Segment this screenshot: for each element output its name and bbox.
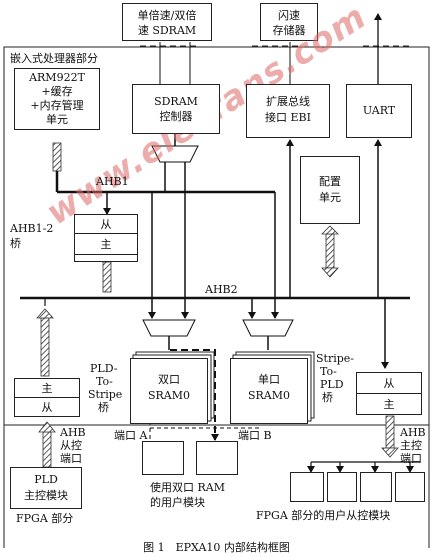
ebi-line2: 接口 EBI xyxy=(265,111,311,124)
pld-master-module: PLD 主控模块 xyxy=(10,467,82,509)
ahb-master-port-2: 主控 xyxy=(400,439,422,452)
ahb1-label: AHB1 xyxy=(96,175,129,188)
ahb1-2-bridge-base xyxy=(74,254,138,262)
ext-sdram-line2: 速 SDRAM xyxy=(137,24,197,37)
pld-ctrl-line2: 主控模块 xyxy=(24,489,68,502)
user-slave-module-1 xyxy=(290,472,324,502)
arm-line3: +内存管理 xyxy=(30,99,84,112)
dpram-mux xyxy=(142,319,196,337)
stripe-bridge-master-label: 主 xyxy=(383,398,395,411)
spram-line2: SRAM0 xyxy=(247,389,291,402)
ahb-slave-port-2: 从控 xyxy=(60,439,82,452)
pld-to-stripe-label3: Stripe xyxy=(88,388,123,401)
dual-port-sram: 双口 SRAM0 xyxy=(130,358,208,424)
pld-to-stripe-master: 主 xyxy=(14,378,80,398)
ahb-master-port-3: 端口 xyxy=(400,452,422,465)
dp-user-module-2 xyxy=(196,441,238,475)
sdram-ctrl-line2: 控制器 xyxy=(159,110,193,123)
stripe-to-pld-slave: 从 xyxy=(356,372,422,394)
sdram-ctrl-line1: SDRAM xyxy=(154,95,198,108)
config-unit: 配置 单元 xyxy=(300,156,360,224)
pld-to-stripe-label2: To- xyxy=(96,375,113,388)
uart-block: UART xyxy=(346,84,412,138)
stripe-to-pld-label3: PLD xyxy=(320,378,344,391)
stripe-to-pld-master: 主 xyxy=(356,393,422,415)
pld-bridge-master-label: 主 xyxy=(41,382,53,395)
pld-to-stripe-slave: 从 xyxy=(14,397,80,417)
arm-line4: 单元 xyxy=(46,113,68,126)
ahb2-label: AHB2 xyxy=(205,283,238,296)
ebi-block: 扩展总线 接口 EBI xyxy=(246,84,330,138)
sdram-controller: SDRAM 控制器 xyxy=(132,84,220,134)
user-slave-module-2 xyxy=(327,472,357,502)
ahb-slave-port-3: 端口 xyxy=(60,452,82,465)
dpram-line1: 双口 xyxy=(158,373,180,386)
ahb-master-port-1: AHB xyxy=(400,426,426,439)
pld-ctrl-line1: PLD xyxy=(34,473,58,486)
pld-to-stripe-label1: PLD- xyxy=(90,362,118,375)
port-b-label: 端口 B xyxy=(238,429,272,442)
spram-line1: 单口 xyxy=(258,373,280,386)
ext-sdram-box: 单倍速/双倍 速 SDRAM xyxy=(122,3,212,41)
dp-user-label-2: 的用户模块 xyxy=(150,496,205,509)
fpga-part-label: FPGA 部分 xyxy=(16,512,74,525)
arm-line2: +缓存 xyxy=(41,85,73,98)
single-port-sram: 单口 SRAM0 xyxy=(230,358,308,424)
port-a-label: 端口 A xyxy=(114,429,148,442)
dp-user-module-1 xyxy=(142,441,184,475)
ahb1-2-bridge-slave: 从 xyxy=(74,214,138,234)
dpram-line2: SRAM0 xyxy=(147,389,191,402)
flash-line1: 闪速 xyxy=(278,9,300,22)
ebi-line1: 扩展总线 xyxy=(266,95,310,108)
fpga-user-slave-label: FPGA 部分的用户从控模块 xyxy=(256,509,391,522)
ahb1-2-bridge-master: 主 xyxy=(74,233,138,255)
ahb1-2-bridge-label2: 桥 xyxy=(10,237,21,250)
stripe-bridge-slave-label: 从 xyxy=(383,377,395,390)
dp-user-label-1: 使用双口 RAM xyxy=(150,481,225,494)
region-title: 嵌入式处理器部分 xyxy=(10,52,98,65)
arm-line1: ARM922T xyxy=(29,71,85,84)
spram-mux xyxy=(242,319,294,337)
ahb-slave-port-1: AHB xyxy=(60,426,86,439)
sdram-mux xyxy=(151,145,199,163)
uart-label: UART xyxy=(362,104,396,117)
flash-line2: 存储器 xyxy=(272,24,306,37)
ext-sdram-line1: 单倍速/双倍 xyxy=(137,9,197,22)
stripe-to-pld-label4: 桥 xyxy=(322,391,333,404)
pld-bridge-slave-label: 从 xyxy=(41,401,53,414)
stripe-to-pld-label2: To- xyxy=(320,365,337,378)
flash-box: 闪速 存储器 xyxy=(260,3,318,41)
arm-block: ARM922T +缓存 +内存管理 单元 xyxy=(14,68,100,130)
pld-to-stripe-label4: 桥 xyxy=(98,401,109,414)
bridge-master-label: 主 xyxy=(100,238,112,251)
config-line1: 配置 xyxy=(319,175,341,188)
figure-caption: 图 1 EPXA10 内部结构框图 xyxy=(143,541,290,554)
ahb1-2-bridge-label1: AHB1-2 xyxy=(10,222,54,235)
stripe-to-pld-label1: Stripe- xyxy=(316,352,355,365)
config-line2: 单元 xyxy=(319,191,341,204)
user-slave-module-4 xyxy=(395,472,425,502)
bridge-slave-label: 从 xyxy=(100,218,112,231)
user-slave-module-3 xyxy=(360,472,392,502)
